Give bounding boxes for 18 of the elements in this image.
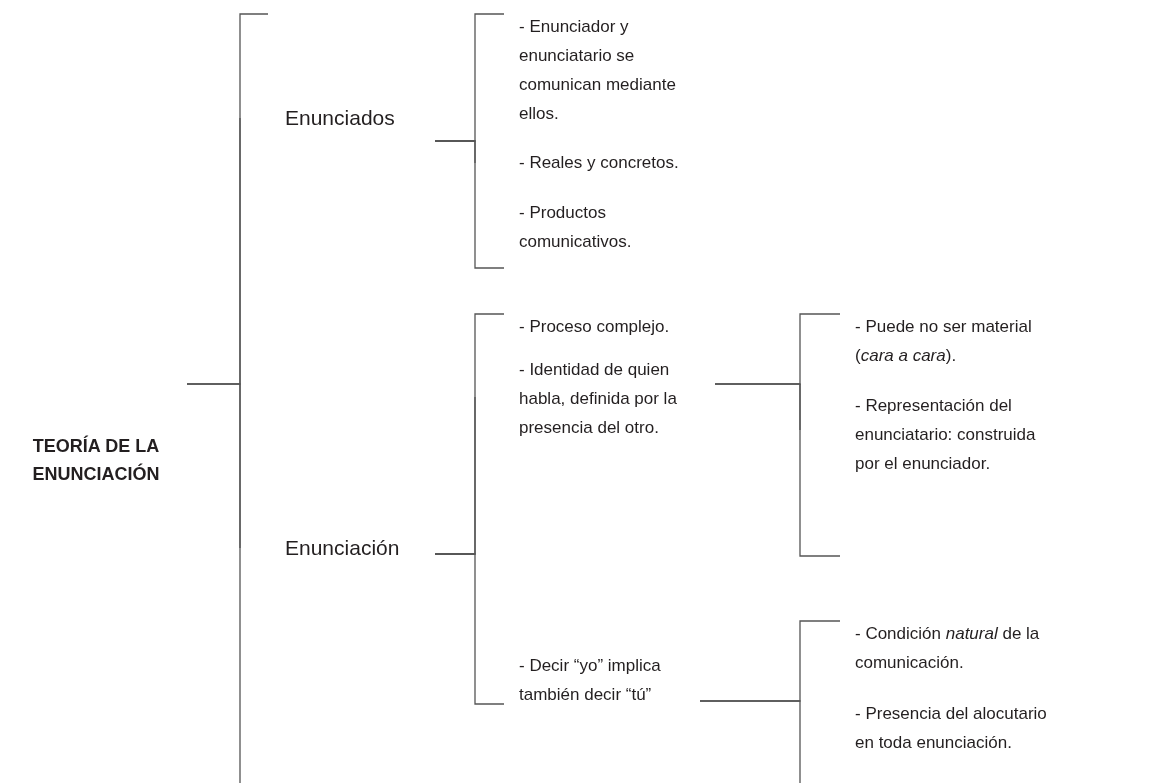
- bullet-text: - Decir “yo” implica también decir “tú”: [504, 651, 700, 711]
- bullet-text: - Representación del enunciatario: construida por el enunciador.: [800, 391, 1060, 478]
- bullet-text: - Reales y concretos.: [475, 148, 709, 177]
- bracket-connector: [434, 140, 505, 269]
- bullet-text: - Enunciador y enunciatario se comunican mediante ellos.: [504, 12, 689, 128]
- bullet-text: - Identidad de quien habla, definida por la presencia del otro.: [475, 355, 715, 445]
- branch-label: Enunciados: [285, 102, 435, 134]
- branch-label: Enunciación: [285, 532, 435, 564]
- bullet-text: - Proceso complejo.: [504, 312, 709, 341]
- bracket-connector: [434, 553, 505, 705]
- topic-title: TEORÍA DE LA ENUNCIACIÓN: [5, 370, 187, 488]
- bracket-connector: [714, 383, 801, 431]
- bullet-text: - Presencia del alocutario en toda enunciación.: [800, 699, 1060, 783]
- bullet-text: - Puede no ser material (cara a cara).: [840, 312, 1060, 370]
- bracket-connector: [699, 700, 801, 783]
- bracket-connector: [186, 383, 241, 549]
- bullet-text: - Productos comunicativos.: [504, 198, 689, 270]
- bullet-text: - Condición natural de la comunicación.: [840, 619, 1060, 677]
